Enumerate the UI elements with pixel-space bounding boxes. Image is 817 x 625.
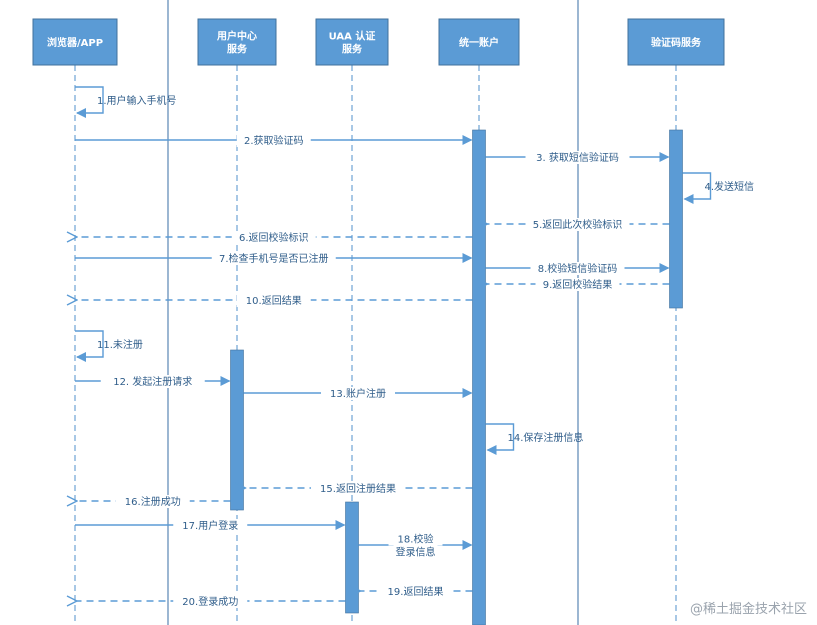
actor-browser: 浏览器/APP bbox=[32, 18, 118, 66]
message-m16: 16.注册成功 bbox=[77, 495, 231, 508]
message-m10: 10.返回结果 bbox=[77, 294, 473, 307]
message-label: 3. 获取短信验证码 bbox=[536, 151, 619, 164]
message-label: 12. 发起注册请求 bbox=[113, 375, 192, 388]
message-label-bg bbox=[393, 545, 438, 559]
activation-bar-account bbox=[472, 129, 486, 625]
message-label-bg bbox=[388, 532, 443, 546]
message-label-bg bbox=[530, 262, 625, 275]
message-label-bg bbox=[231, 231, 316, 244]
message-label: 登录信息 bbox=[396, 546, 436, 559]
message-label: 17.用户登录 bbox=[182, 519, 238, 532]
actor-label: UAA 认证 bbox=[329, 30, 376, 43]
message-m15: 15.返回注册结果 bbox=[246, 482, 473, 495]
message-label-bg bbox=[211, 252, 336, 265]
actor-label: 浏览器/APP bbox=[47, 36, 103, 49]
self-message-arrow bbox=[485, 423, 515, 455]
message-label: 15.返回注册结果 bbox=[320, 482, 396, 495]
message-label-bg bbox=[311, 482, 405, 495]
message-label: 7.检查手机号是否已注册 bbox=[219, 252, 329, 265]
message-label-bg bbox=[378, 585, 453, 598]
message-m19: 19.返回结果 bbox=[361, 585, 473, 598]
message-label: 2.获取验证码 bbox=[244, 134, 304, 147]
message-m6: 6.返回校验标识 bbox=[77, 231, 473, 244]
message-label-bg bbox=[115, 495, 190, 508]
message-label: 10.返回结果 bbox=[246, 294, 302, 307]
actor-label: 统一账户 bbox=[459, 36, 499, 49]
message-m7: 7.检查手机号是否已注册 bbox=[75, 252, 473, 265]
actor-box bbox=[32, 18, 118, 66]
message-label-bg bbox=[173, 519, 248, 532]
messages: 1.用户输入手机号 2.获取验证码 3. 获取短信验证码 4.发送短信 5.返回此次校验… bbox=[75, 86, 755, 608]
message-label-bg bbox=[236, 294, 311, 307]
lifelines bbox=[74, 65, 677, 625]
message-m12: 12. 发起注册请求 bbox=[75, 375, 231, 388]
actor-account: 统一账户 bbox=[438, 18, 520, 66]
activation-bar-sms bbox=[669, 129, 683, 309]
message-label: 9.返回校验结果 bbox=[543, 278, 613, 291]
message-label: 18.校验 bbox=[398, 533, 434, 546]
message-m4: 4.发送短信 bbox=[682, 172, 755, 204]
message-label-bg bbox=[525, 218, 630, 231]
message-m1: 1.用户输入手机号 bbox=[75, 86, 177, 118]
message-label: 11.未注册 bbox=[97, 338, 143, 351]
message-label: 20.登录成功 bbox=[182, 595, 238, 608]
message-m14: 14.保存注册信息 bbox=[485, 423, 584, 455]
message-m20: 20.登录成功 bbox=[77, 595, 346, 608]
message-label-bg bbox=[100, 375, 205, 388]
actors: 浏览器/APP用户中心服务UAA 认证服务统一账户验证码服务 bbox=[32, 18, 725, 66]
message-label: 1.用户输入手机号 bbox=[97, 94, 177, 107]
message-label: 16.注册成功 bbox=[125, 495, 181, 508]
message-label: 19.返回结果 bbox=[388, 585, 444, 598]
self-message-arrow bbox=[75, 330, 104, 362]
message-m9: 9.返回校验结果 bbox=[488, 278, 670, 291]
message-label-bg bbox=[525, 151, 630, 164]
message-label: 14.保存注册信息 bbox=[508, 431, 584, 444]
message-label: 6.返回校验标识 bbox=[239, 231, 309, 244]
message-label-bg bbox=[535, 278, 620, 291]
actor-label: 服务 bbox=[342, 43, 363, 56]
actor-label: 用户中心 bbox=[216, 30, 257, 43]
message-m2: 2.获取验证码 bbox=[75, 134, 473, 147]
actor-box bbox=[315, 18, 389, 66]
message-m5: 5.返回此次校验标识 bbox=[488, 218, 670, 231]
actor-box bbox=[438, 18, 520, 66]
activation-bar-uaa bbox=[345, 501, 359, 614]
message-label-bg bbox=[236, 134, 311, 147]
message-label-bg bbox=[321, 387, 395, 400]
actor-label: 验证码服务 bbox=[651, 36, 702, 49]
message-m13: 13.账户注册 bbox=[243, 387, 473, 400]
self-message-arrow bbox=[75, 86, 104, 118]
message-m11: 11.未注册 bbox=[75, 330, 143, 362]
actor-box bbox=[197, 18, 277, 66]
actor-box bbox=[627, 18, 725, 66]
activation-bar-user_center bbox=[230, 349, 244, 511]
message-m8: 8.校验短信验证码 bbox=[485, 262, 670, 275]
self-message-arrow bbox=[682, 172, 712, 204]
message-label-bg bbox=[173, 595, 248, 608]
message-label: 5.返回此次校验标识 bbox=[533, 218, 623, 231]
message-label: 4.发送短信 bbox=[705, 180, 755, 193]
message-m3: 3. 获取短信验证码 bbox=[485, 151, 670, 164]
message-label: 8.校验短信验证码 bbox=[538, 262, 618, 275]
message-label: 13.账户注册 bbox=[330, 387, 386, 400]
actor-label: 服务 bbox=[227, 43, 248, 56]
actor-sms: 验证码服务 bbox=[627, 18, 725, 66]
watermark: @稀土掘金技术社区 bbox=[689, 602, 807, 617]
message-m17: 17.用户登录 bbox=[75, 519, 346, 532]
activation-bars bbox=[230, 129, 683, 625]
